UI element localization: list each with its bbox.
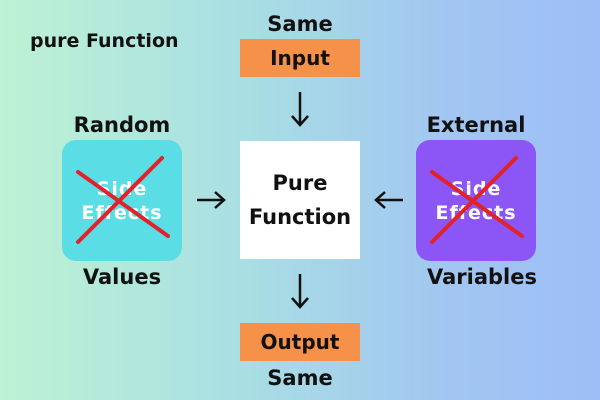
left-label-values: Values xyxy=(82,265,162,289)
bottom-label-same: Same xyxy=(267,366,333,390)
cross-out-icon xyxy=(430,156,524,244)
right-label-variables: Variables xyxy=(427,265,537,289)
output-box: Output xyxy=(240,323,360,361)
pure-function-box: Pure Function xyxy=(240,141,360,259)
output-label: Output xyxy=(260,330,340,354)
arrow-right-icon xyxy=(197,191,226,209)
cross-out-icon xyxy=(76,156,170,244)
pure-function-line2: Function xyxy=(248,205,352,229)
side-effects-box-right: Side Effects xyxy=(416,140,536,261)
input-box: Input xyxy=(240,39,360,77)
diagram-title: pure Function xyxy=(30,30,179,52)
input-label: Input xyxy=(270,46,330,70)
pure-function-line1: Pure xyxy=(272,171,328,195)
arrow-down-icon xyxy=(291,92,309,127)
top-label-same: Same xyxy=(267,12,333,36)
side-effects-box-left: Side Effects xyxy=(62,140,182,261)
arrow-down-icon xyxy=(291,274,309,309)
left-label-random: Random xyxy=(73,113,171,137)
arrow-left-icon xyxy=(374,191,403,209)
right-label-external: External xyxy=(426,113,526,137)
